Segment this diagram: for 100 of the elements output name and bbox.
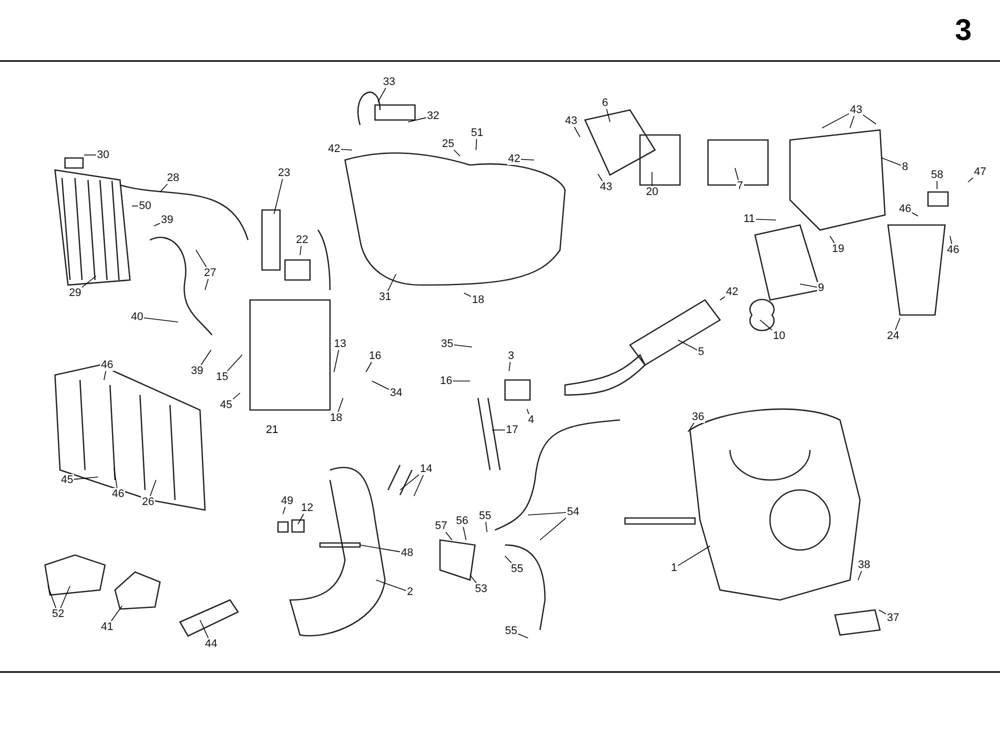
leader-line — [518, 633, 528, 638]
leader-line — [298, 514, 304, 524]
callout-number: 46 — [898, 203, 912, 215]
leader-line — [227, 354, 242, 372]
leader-line — [160, 184, 168, 192]
callout-number: 56 — [455, 515, 470, 527]
callout-number: 50 — [138, 200, 152, 212]
leader-line — [454, 344, 472, 348]
callout-number: 18 — [329, 412, 344, 424]
leader-line — [334, 350, 340, 372]
callout-number: 30 — [96, 149, 110, 161]
callout-number: 49 — [280, 495, 294, 507]
leader-line — [74, 476, 98, 480]
callout-number: 42 — [327, 143, 342, 155]
leader-line — [154, 222, 160, 226]
callout-number: 47 — [973, 166, 988, 178]
leader-line — [858, 570, 862, 580]
page-number: 3 — [955, 14, 972, 48]
callout-number: 33 — [382, 76, 396, 88]
leader-line — [894, 318, 900, 330]
callout-number: 31 — [378, 291, 392, 303]
callout-number: 15 — [215, 371, 230, 383]
callout-number: 14 — [419, 463, 434, 475]
callout-number: 44 — [204, 638, 218, 650]
callout-number: 39 — [190, 365, 204, 377]
leader-line — [720, 296, 726, 300]
callout-number: 57 — [434, 520, 448, 532]
callout-number: 5 — [697, 346, 706, 358]
callout-number: 51 — [470, 127, 484, 139]
callout-number: 55 — [478, 510, 492, 522]
leader-line — [520, 158, 534, 160]
leader-line — [540, 518, 566, 540]
callout-number: 42 — [725, 286, 740, 298]
leader-line — [144, 317, 178, 322]
leader-line — [150, 480, 156, 496]
leader-line — [528, 512, 566, 516]
leader-line — [485, 522, 488, 532]
leader-line — [204, 278, 209, 290]
leader-line — [508, 362, 511, 372]
leader-line — [104, 370, 106, 380]
leader-line — [372, 380, 390, 390]
callout-number: 32 — [426, 110, 440, 122]
callout-number: 43 — [599, 181, 614, 193]
callout-number: 25 — [441, 138, 456, 150]
leader-line — [282, 506, 286, 514]
callout-number: 55 — [504, 625, 518, 637]
leader-line — [464, 292, 472, 297]
leader-line — [504, 556, 512, 564]
leader-line — [678, 546, 710, 566]
leader-line — [678, 340, 698, 350]
leader-line — [526, 408, 530, 414]
leader-line — [598, 174, 603, 182]
callout-number: 48 — [400, 547, 414, 559]
leader-line — [114, 468, 118, 488]
leader-line — [830, 236, 835, 244]
leader-line — [760, 320, 772, 330]
callout-number: 24 — [886, 330, 900, 342]
leader-line — [340, 148, 352, 150]
callout-number: 58 — [930, 169, 944, 181]
leader-line — [338, 398, 344, 412]
leader-line — [862, 114, 876, 124]
callout-number: 52 — [51, 608, 66, 620]
callout-number: 34 — [389, 387, 404, 399]
callout-number: 26 — [141, 496, 156, 508]
callout-number: 38 — [857, 559, 872, 571]
leader-line — [387, 274, 396, 292]
leader-line — [445, 532, 452, 540]
callout-number: 18 — [471, 294, 486, 306]
leader-line — [84, 154, 96, 156]
leader-line — [200, 350, 212, 366]
callout-number: 35 — [440, 338, 454, 350]
leader-line — [800, 284, 818, 288]
callout-number: 21 — [266, 424, 278, 436]
callout-number: 2 — [406, 586, 414, 598]
leader-line — [850, 116, 854, 128]
callout-number: 40 — [130, 311, 144, 323]
leader-line — [755, 218, 776, 220]
callout-number: 39 — [160, 214, 174, 226]
leader-line — [48, 586, 56, 608]
callout-number: 54 — [566, 506, 580, 518]
callout-number: 17 — [505, 424, 520, 436]
leader-line — [408, 117, 426, 122]
callout-number: 45 — [219, 399, 234, 411]
leader-line — [366, 362, 372, 372]
callout-number: 53 — [474, 583, 488, 595]
callout-number: 36 — [691, 411, 706, 423]
leader-line — [822, 113, 850, 128]
callout-number: 27 — [203, 267, 218, 279]
leader-line — [878, 610, 886, 614]
callout-number: 1 — [670, 562, 678, 574]
leader-line — [196, 250, 207, 268]
leader-line — [274, 178, 283, 214]
leader-line — [882, 158, 902, 166]
leader-line — [968, 177, 974, 182]
leader-line — [454, 150, 460, 156]
callout-number: 28 — [166, 172, 180, 184]
callout-number: 37 — [886, 612, 900, 624]
leader-line — [232, 392, 240, 400]
callout-number: 9 — [817, 282, 826, 294]
leader-line — [734, 168, 739, 180]
